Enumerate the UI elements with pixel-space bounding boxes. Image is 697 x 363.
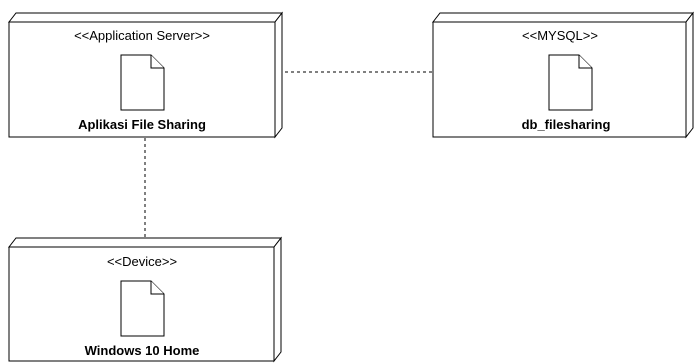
node-device[interactable]: <<Device>> Windows 10 Home	[7, 236, 283, 363]
artifact-label: db_filesharing	[522, 117, 611, 132]
artifact-document-icon	[120, 280, 165, 337]
node-stereotype: <<Device>>	[107, 254, 177, 269]
artifact-label: Windows 10 Home	[85, 343, 200, 358]
node-application-server[interactable]: <<Application Server>> Aplikasi File Sha…	[7, 11, 284, 139]
node-stereotype: <<MYSQL>>	[522, 28, 598, 43]
artifact-document-icon	[120, 54, 165, 111]
artifact-document-icon	[548, 54, 593, 111]
node-mysql[interactable]: <<MYSQL>> db_filesharing	[431, 11, 695, 139]
artifact-label: Aplikasi File Sharing	[78, 117, 206, 132]
node-stereotype: <<Application Server>>	[74, 28, 210, 43]
